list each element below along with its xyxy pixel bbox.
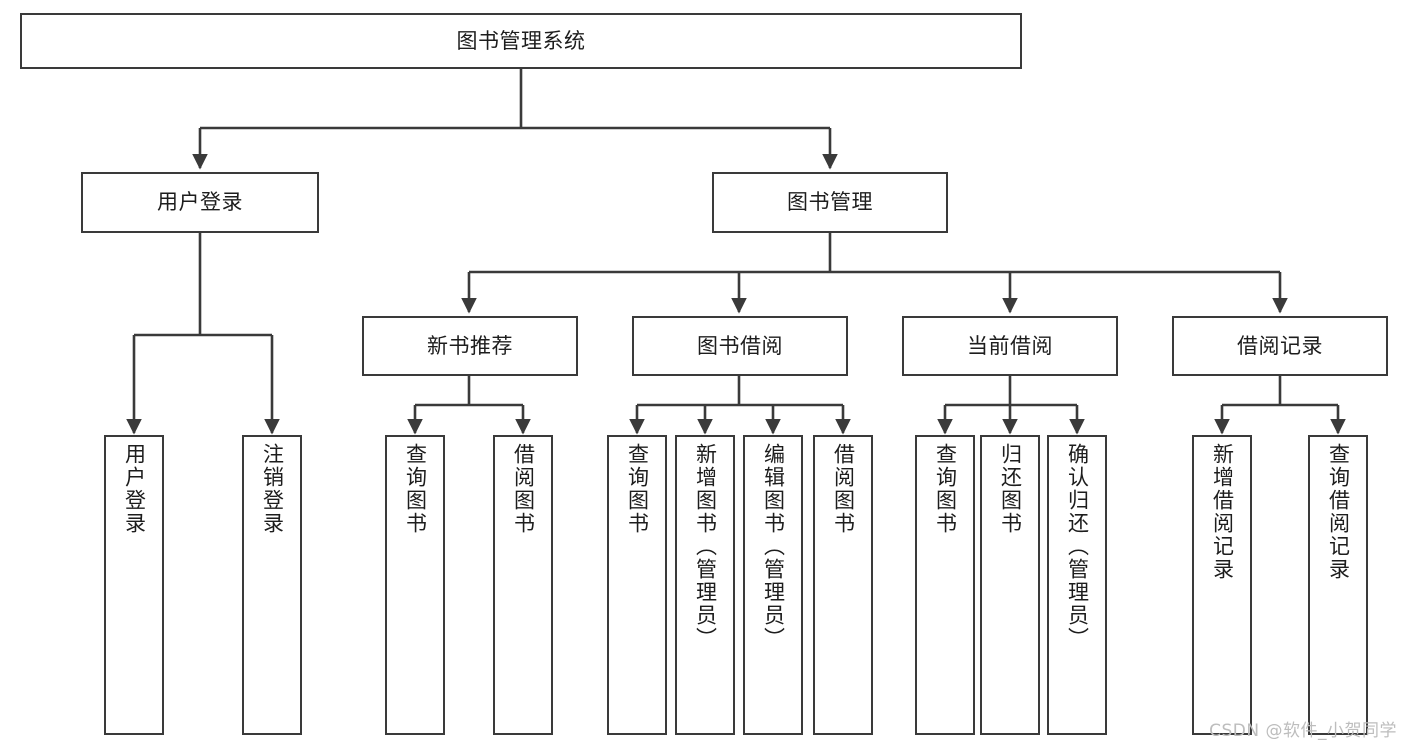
node-new-book-rec[interactable]: 新书推荐 [362,316,578,376]
node-root[interactable]: 图书管理系统 [20,13,1022,69]
node-borrow-record-label: 借阅记录 [1237,333,1323,358]
node-new-book-rec-label: 新书推荐 [427,333,513,358]
node-user-login[interactable]: 用户登录 [81,172,319,233]
node-leaf-confirm-return-admin[interactable]: 确认归还（管理员） [1047,435,1107,735]
node-book-manage-label: 图书管理 [787,190,873,215]
node-leaf-query-borrow-record[interactable]: 查询借阅记录 [1308,435,1368,735]
node-leaf-user-login[interactable]: 用户登录 [104,435,164,735]
node-leaf-add-borrow-record-label: 新增借阅记录 [1210,443,1235,581]
node-leaf-query-borrow-record-label: 查询借阅记录 [1326,443,1351,581]
node-leaf-query-book-current-label: 查询图书 [933,443,958,535]
node-leaf-query-book-rec-label: 查询图书 [403,443,428,535]
node-leaf-add-book-admin-label: 新增图书（管理员） [693,443,718,650]
node-leaf-logout-label: 注销登录 [260,443,285,535]
node-leaf-query-book-borrow-label: 查询图书 [625,443,650,535]
node-user-login-label: 用户登录 [157,190,243,215]
node-leaf-borrow-book-label: 借阅图书 [831,443,856,535]
csdn-watermark: CSDN @软件_小贺同学 [1209,721,1397,741]
node-leaf-logout[interactable]: 注销登录 [242,435,302,735]
node-current-borrow-label: 当前借阅 [967,333,1053,358]
node-leaf-add-borrow-record[interactable]: 新增借阅记录 [1192,435,1252,735]
node-leaf-user-login-label: 用户登录 [122,443,147,535]
node-leaf-query-book-current[interactable]: 查询图书 [915,435,975,735]
node-borrow-record[interactable]: 借阅记录 [1172,316,1388,376]
node-leaf-confirm-return-admin-label: 确认归还（管理员） [1065,443,1090,650]
node-leaf-return-book[interactable]: 归还图书 [980,435,1040,735]
node-leaf-borrow-book-rec[interactable]: 借阅图书 [493,435,553,735]
node-leaf-query-book-borrow[interactable]: 查询图书 [607,435,667,735]
node-leaf-edit-book-admin-label: 编辑图书（管理员） [761,443,786,650]
node-leaf-return-book-label: 归还图书 [998,443,1023,535]
node-book-manage[interactable]: 图书管理 [712,172,948,233]
node-leaf-query-book-rec[interactable]: 查询图书 [385,435,445,735]
node-book-borrow[interactable]: 图书借阅 [632,316,848,376]
node-book-borrow-label: 图书借阅 [697,333,783,358]
node-leaf-add-book-admin[interactable]: 新增图书（管理员） [675,435,735,735]
node-current-borrow[interactable]: 当前借阅 [902,316,1118,376]
node-leaf-borrow-book-rec-label: 借阅图书 [511,443,536,535]
node-root-label: 图书管理系统 [456,28,586,53]
node-leaf-borrow-book[interactable]: 借阅图书 [813,435,873,735]
node-leaf-edit-book-admin[interactable]: 编辑图书（管理员） [743,435,803,735]
